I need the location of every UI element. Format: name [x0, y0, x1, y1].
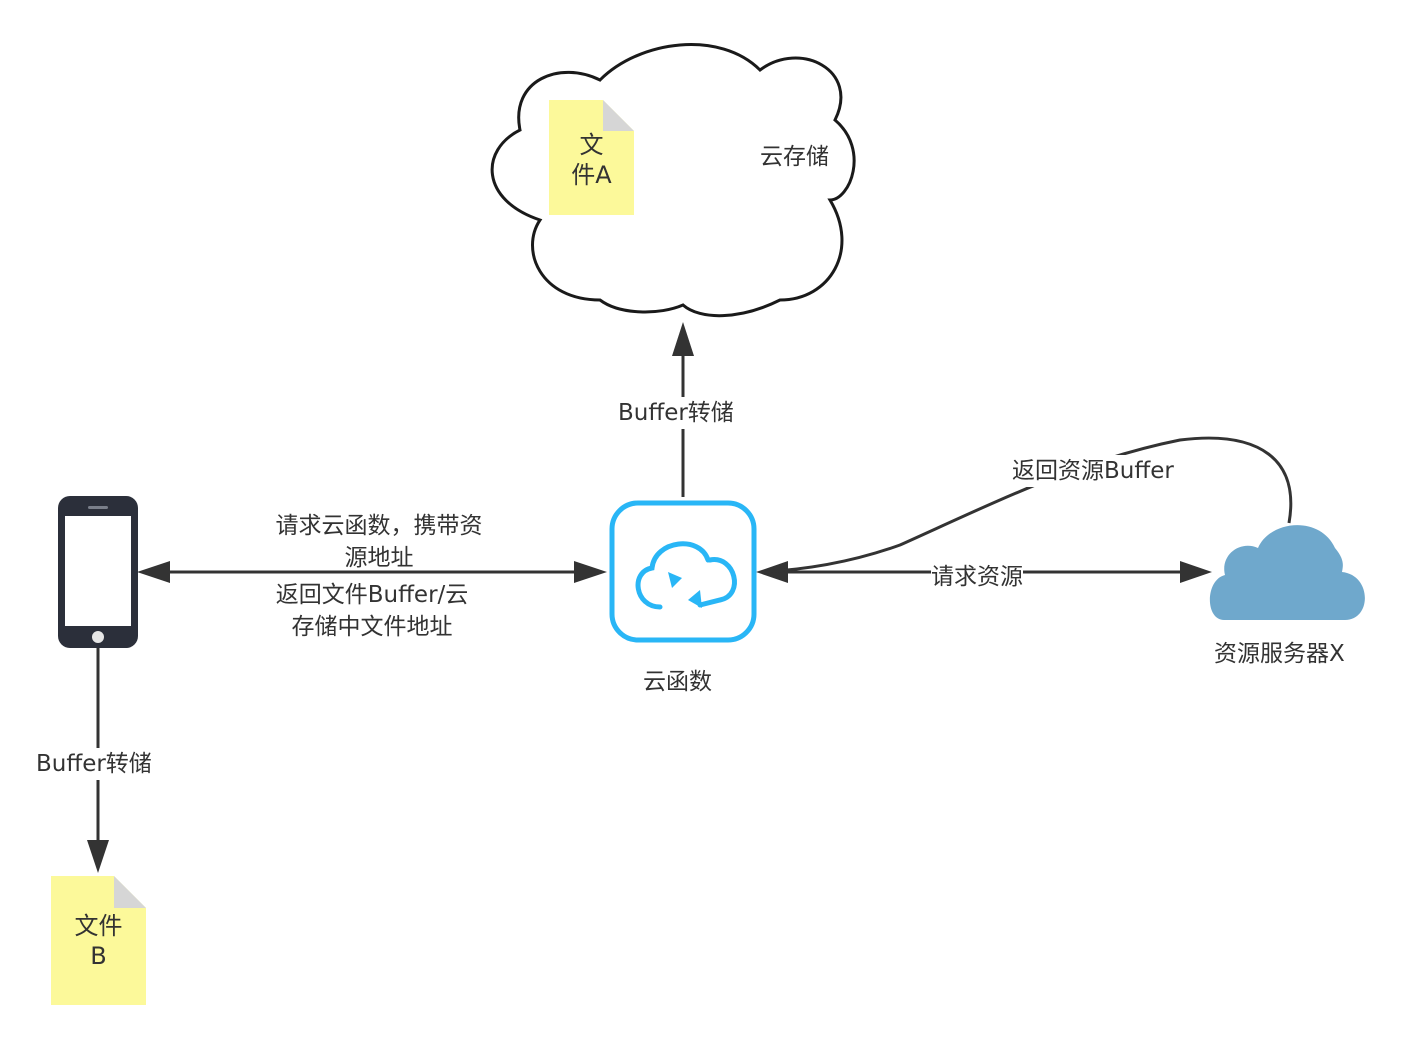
cloud-storage-shape	[490, 43, 856, 318]
upload-edge-label: Buffer转储	[618, 397, 734, 429]
cloud-function-icon	[609, 500, 757, 643]
file-a-label-line1: 文	[579, 131, 604, 159]
phone-function-arrowhead-left	[137, 561, 170, 583]
cloud-function-label: 云函数	[643, 669, 712, 695]
file-b-label-line2: B	[90, 942, 107, 970]
download-edge-arrowhead	[87, 840, 109, 873]
file-b-label-line1: 文件	[74, 912, 123, 940]
return-file-label: 返回文件Buffer/云 存储中文件地址	[248, 579, 496, 643]
request-function-label-line2: 源地址	[344, 545, 414, 571]
request-function-label: 请求云函数，携带资 源地址	[248, 510, 510, 574]
resource-server-label: 资源服务器X	[1214, 641, 1345, 667]
cloud-storage-label: 云存储	[760, 144, 829, 170]
upload-edge-arrowhead	[672, 322, 694, 356]
phone-function-arrowhead-right	[574, 561, 607, 583]
request-resource-arrowhead	[1180, 561, 1212, 583]
phone-icon	[58, 496, 138, 648]
request-resource-label: 请求资源	[931, 561, 1023, 593]
file-a-note	[549, 100, 634, 215]
resource-server-cloud	[1209, 525, 1365, 620]
download-edge-label: Buffer转储	[36, 748, 152, 780]
return-file-label-line1: 返回文件Buffer/云	[275, 582, 469, 608]
return-buffer-label: 返回资源Buffer	[1012, 455, 1174, 487]
file-a-label: 文 件A	[549, 130, 634, 190]
request-function-label-line1: 请求云函数，携带资	[275, 513, 483, 539]
file-a-label-line2: 件A	[571, 161, 612, 189]
file-b-label: 文件 B	[51, 911, 146, 971]
return-file-label-line2: 存储中文件地址	[291, 614, 453, 640]
file-b-note	[51, 876, 146, 1005]
